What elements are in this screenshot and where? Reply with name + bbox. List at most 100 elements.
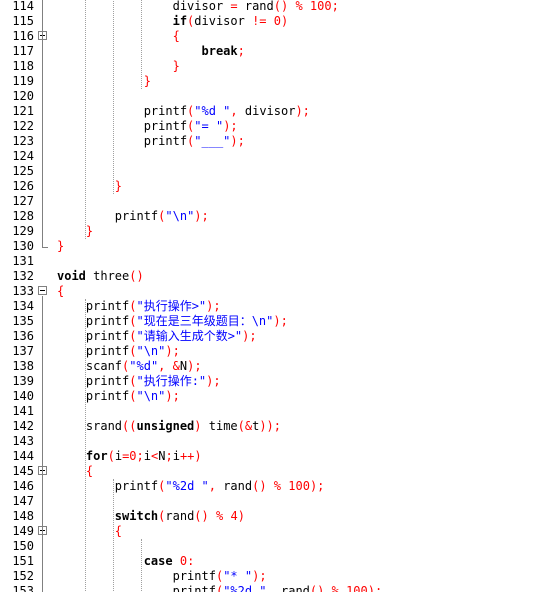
code-line[interactable]: 128 printf("\n"); [0,209,543,224]
indent-guide [141,0,142,89]
code-token: rand [165,509,195,523]
line-number: 129 [12,224,34,238]
code-line[interactable]: 144 for(i=0;i<N;i++) [0,449,543,464]
code-token: ; [165,449,173,463]
code-token: "___" [194,134,231,148]
code-text: printf("执行操作>"); [57,299,221,314]
code-line[interactable]: 118 } [0,59,543,74]
code-token: < [151,449,159,463]
code-token: } [57,239,65,253]
code-token: "* " [223,569,253,583]
code-token: { [57,284,65,298]
code-token: = [122,449,130,463]
code-text: case 0: [57,554,195,569]
code-token: ); [206,299,221,313]
code-line[interactable]: 153 printf("%2d ", rand() % 100); [0,584,543,592]
line-number: 152 [12,569,34,583]
line-number: 137 [12,344,34,358]
code-line[interactable]: 143 [0,434,543,449]
code-line[interactable]: 145 { [0,464,543,479]
code-token: 0 [129,449,137,463]
code-token: } [114,179,123,193]
code-line[interactable]: 129 } [0,224,543,239]
line-number: 124 [12,149,34,163]
line-number: 148 [12,509,34,523]
code-text: } [57,179,122,194]
code-line[interactable]: 120 [0,89,543,104]
line-number: 123 [12,134,34,148]
code-token [57,29,173,43]
code-token: rand [237,0,274,13]
code-line[interactable]: 152 printf("* "); [0,569,543,584]
code-text: { [57,29,180,44]
code-text: } [57,239,64,254]
code-line[interactable]: 146 printf("%2d ", rand() % 100); [0,479,543,494]
code-line[interactable]: 114 divisor = rand() % 100; [0,0,543,14]
code-line[interactable]: 115 if(divisor != 0) [0,14,543,29]
line-number: 116 [12,29,34,43]
code-text: scanf("%d", &N); [57,359,202,374]
code-token: "\n" [136,344,166,358]
code-line[interactable]: 124 [0,149,543,164]
code-line[interactable]: 117 break; [0,44,543,59]
code-line[interactable]: 137 printf("\n"); [0,344,543,359]
code-line[interactable]: 131 [0,254,543,269]
line-number: 114 [12,0,34,13]
line-number: 120 [12,89,34,103]
code-line[interactable]: 127 [0,194,543,209]
code-line[interactable]: 141 [0,404,543,419]
fold-collapse-icon[interactable] [38,286,47,295]
code-token: % [215,509,224,523]
code-line[interactable]: 133{ [0,284,543,299]
code-text: printf("* "); [57,569,267,584]
code-token: printf [57,209,159,223]
code-line[interactable]: 140 printf("\n"); [0,389,543,404]
code-line[interactable]: 119 } [0,74,543,89]
code-text: printf("\n"); [57,389,180,404]
code-token: divisor [237,104,296,118]
code-token: 100 [309,0,332,13]
code-text: printf("%2d ", rand() % 100); [57,584,383,592]
code-line[interactable]: 136 printf("请输入生成个数>"); [0,329,543,344]
code-token: case [143,554,173,568]
code-token [57,74,144,88]
code-token: { [172,29,180,43]
code-token: srand [57,419,123,433]
code-token: 4 [230,509,238,523]
code-line[interactable]: 138 scanf("%d", &N); [0,359,543,374]
code-token: ); [206,374,221,388]
line-number: 122 [12,119,34,133]
code-token: ); [252,569,267,583]
code-line[interactable]: 130} [0,239,543,254]
indent-guide [113,479,114,592]
code-token: ( [129,374,137,388]
code-text: } [57,59,180,74]
code-token: ++) [179,449,202,463]
code-line[interactable]: 151 case 0: [0,554,543,569]
code-text: } [57,224,93,239]
code-token: N [158,449,166,463]
fold-end-marker [42,247,48,248]
code-line[interactable]: 148 switch(rand() % 4) [0,509,543,524]
code-line[interactable]: 150 [0,539,543,554]
code-line[interactable]: 139 printf("执行操作:"); [0,374,543,389]
code-line[interactable]: 135 printf("现在是三年级题目：\n"); [0,314,543,329]
code-line[interactable]: 134 printf("执行操作>"); [0,299,543,314]
code-token: divisor [194,14,253,28]
code-line[interactable]: 121 printf("%d ", divisor); [0,104,543,119]
code-line[interactable]: 125 [0,164,543,179]
code-line[interactable]: 123 printf("___"); [0,134,543,149]
code-line[interactable]: 147 [0,494,543,509]
code-line[interactable]: 142 srand((unsigned) time(&t)); [0,419,543,434]
code-token: "%2d " [223,584,267,592]
code-line[interactable]: 122 printf("= "); [0,119,543,134]
code-line[interactable]: 116 { [0,29,543,44]
code-text: divisor = rand() % 100; [57,0,339,14]
code-token: ) [194,419,202,433]
code-line[interactable]: 149 { [0,524,543,539]
line-number: 115 [12,14,34,28]
code-line[interactable]: 126 } [0,179,543,194]
code-token: : [187,554,195,568]
